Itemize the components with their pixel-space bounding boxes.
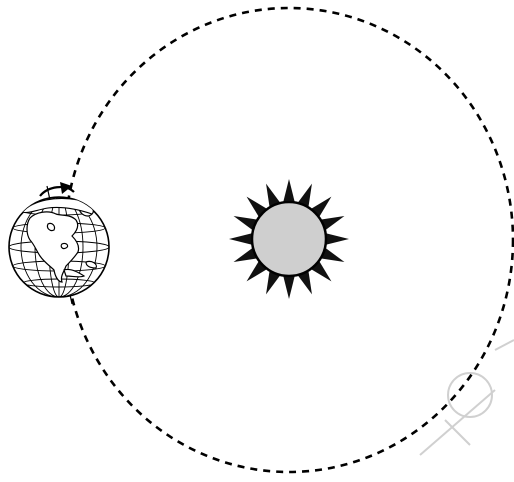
- earth-globe-icon: [9, 182, 109, 304]
- sun-disk: [252, 202, 326, 276]
- sun-icon: [229, 179, 349, 299]
- watermark: [420, 340, 514, 455]
- rotation-arrow-icon: [40, 182, 74, 196]
